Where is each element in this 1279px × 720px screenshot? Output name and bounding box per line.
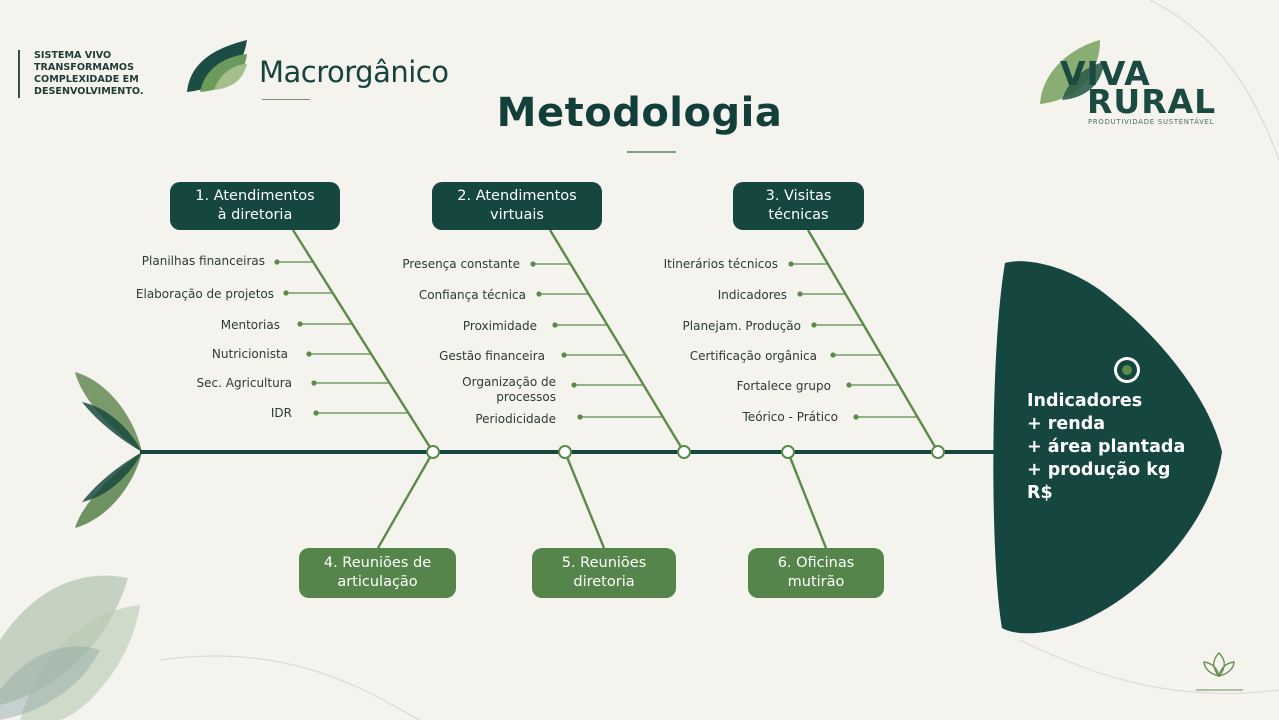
cause-dot [283, 290, 289, 296]
cause-dot [797, 291, 803, 297]
rib-line [376, 451, 435, 549]
rib-line [291, 229, 435, 453]
cause-label: Gestão financeira [439, 349, 545, 363]
category-box-3: 3. Visitas técnicas [733, 182, 864, 230]
cause-dot [811, 322, 817, 328]
cause-dot [297, 321, 303, 327]
rib-line [563, 451, 606, 549]
cause-dot [274, 259, 280, 265]
category-box-5: 5. Reuniões diretoria [532, 548, 676, 598]
category-box-1: 1. Atendimentos à diretoria [170, 182, 340, 230]
cause-dot [788, 261, 794, 267]
background-curve [1019, 639, 1279, 695]
fish-tail-icon [75, 372, 142, 528]
spine-joint [558, 445, 572, 459]
cause-label: Fortalece grupo [736, 379, 831, 393]
brand-underline [262, 99, 310, 100]
spine-joint [677, 445, 691, 459]
lotus-icon [1203, 652, 1235, 678]
viva-rural-logo-line2: RURAL [1087, 82, 1217, 121]
category-box-2: 2. Atendimentos virtuais [432, 182, 602, 230]
viva-rural-subtitle: PRODUTIVIDADE SUSTENTÁVEL [1088, 118, 1215, 126]
cause-label: Itinerários técnicos [663, 257, 778, 271]
cause-label: Organização de processos [462, 375, 556, 404]
cause-label: Indicadores [717, 288, 787, 302]
brand-name: Macrorgânico [259, 55, 449, 89]
target-icon [1114, 357, 1140, 383]
cause-label: Sec. Agricultura [196, 376, 292, 390]
cause-label: Periodicidade [475, 412, 556, 426]
fish-head-shape [993, 261, 1222, 634]
tagline: SISTEMA VIVO TRANSFORMAMOS COMPLEXIDADE … [18, 50, 194, 98]
spine-joint [426, 445, 440, 459]
cause-label: Nutricionista [211, 347, 288, 361]
cause-dot [530, 261, 536, 267]
cause-label: Mentorias [220, 318, 280, 332]
cause-label: Planilhas financeiras [141, 254, 265, 268]
cause-dot [552, 322, 558, 328]
viva-rural-leaf-icon [1040, 40, 1104, 104]
cause-label: Proximidade [462, 319, 537, 333]
rib-line [548, 229, 686, 453]
title-underline [627, 151, 676, 153]
leaf-logo-icon [187, 40, 247, 92]
page-title: Metodologia [496, 90, 783, 136]
cause-label: Elaboração de projetos [135, 287, 274, 301]
category-box-6: 6. Oficinas mutirão [748, 548, 884, 598]
indicators-text: Indicadores + renda + área plantada + pr… [1027, 391, 1186, 503]
cause-dot [830, 352, 836, 358]
spine-joint [781, 445, 795, 459]
cause-label: Certificação orgânica [689, 349, 817, 363]
background-curve [1149, 0, 1279, 161]
viva-rural-logo-line1: VIVA [1060, 54, 1151, 93]
cause-label: Planejam. Produção [682, 319, 801, 333]
cause-label: Confiança técnica [418, 288, 526, 302]
cause-dot [846, 382, 852, 388]
cause-dot [577, 414, 583, 420]
cause-label: Teórico - Prático [742, 410, 838, 424]
rib-line [806, 229, 940, 453]
fishbone-bones [274, 229, 945, 549]
cause-dot [313, 410, 319, 416]
cause-label: Presença constante [402, 257, 520, 271]
spine-joint [931, 445, 945, 459]
cause-label: IDR [270, 406, 292, 420]
background-curve [159, 655, 421, 720]
cause-dot [536, 291, 542, 297]
cause-dot [306, 351, 312, 357]
cause-dot [853, 414, 859, 420]
rib-line [786, 451, 828, 549]
decorative-leaves-icon [0, 575, 140, 720]
cause-dot [571, 382, 577, 388]
cause-dot [311, 380, 317, 386]
category-box-4: 4. Reuniões de articulação [299, 548, 456, 598]
cause-dot [561, 352, 567, 358]
